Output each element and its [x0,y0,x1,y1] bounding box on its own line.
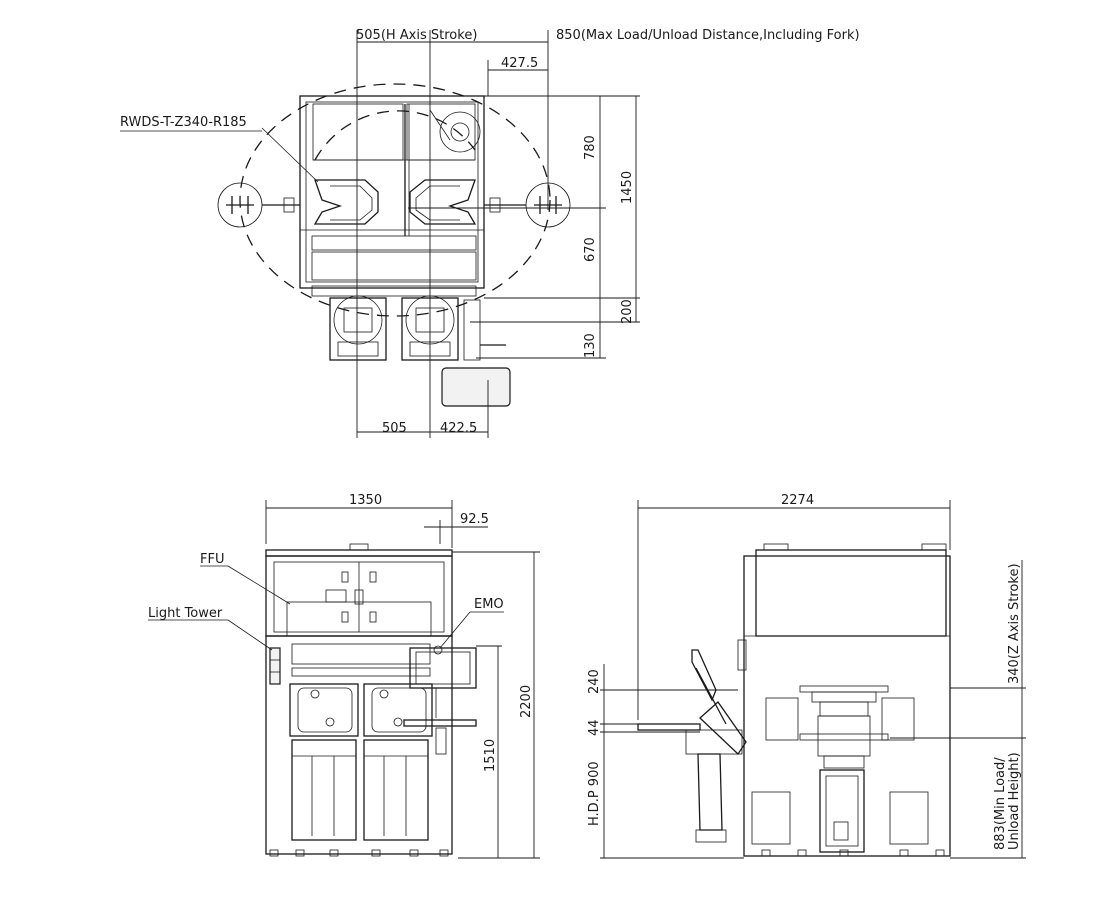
front-height-1510-label: 1510 [483,739,498,772]
max-load-label: 850(Max Load/Unload Distance,Including F… [556,28,860,43]
load-port-left [329,295,387,361]
dim-780-label: 780 [583,135,598,160]
ffu-callout: FFU [200,552,224,567]
side-robot [765,685,915,853]
side-monitor-arm [637,649,747,843]
front-height-2200-label: 2200 [519,685,534,718]
emo-callout: EMO [474,597,504,612]
top-frame-outer [299,95,485,289]
light-tower-callout: Light Tower [148,606,223,621]
front-925-label: 92.5 [460,512,489,527]
dim-200-label: 200 [620,299,635,324]
dim-427-label: 427.5 [501,56,538,71]
dim-bottom-505-label: 505 [382,421,407,436]
robot-model-callout: RWDS-T-Z340-R185 [120,115,247,130]
side-min-load-label: 883(Min Load/ [993,757,1008,850]
side-z-stroke-label: 340(Z Axis Stroke) [1007,563,1022,684]
left-handle [217,182,300,228]
side-width-2274-label: 2274 [781,493,814,508]
side-240-label: 240 [587,669,602,694]
left-fork [313,179,379,225]
right-fork [409,179,477,225]
side-body [743,555,951,857]
front-feet [269,849,449,857]
side-view: 2274 240 44 H.D.P 900 340(Z Axis Stroke)… [587,493,1026,859]
front-monitor [403,645,477,755]
side-min-load-label-2: Unload Height) [1007,752,1022,850]
dim-670-label: 670 [583,237,598,262]
dim-1450-label: 1450 [620,171,635,204]
right-handle [484,182,571,228]
monitor-arm-top [441,299,511,407]
front-load-port-right [363,683,433,841]
front-load-port-left [289,683,359,841]
front-body [265,635,453,855]
front-width-1350-label: 1350 [349,493,382,508]
inner-sweep-arc [314,110,476,161]
h-axis-stroke-label: 505(H Axis Stroke) [356,28,477,43]
front-view: 1350 92.5 2200 1510 FFU Light Tower EMO [148,493,540,859]
side-44-label: 44 [587,719,602,736]
side-feet [761,849,945,857]
top-view: 505(H Axis Stroke) 850(Max Load/Unload D… [120,28,860,438]
dim-130-label: 130 [583,333,598,358]
side-hdp-label: H.D.P 900 [587,761,602,826]
robot-sweep-circle [239,83,551,317]
light-tower [269,647,281,685]
dim-bottom-4225-label: 422.5 [440,421,477,436]
top-dimensions: 505(H Axis Stroke) 850(Max Load/Unload D… [356,28,860,438]
